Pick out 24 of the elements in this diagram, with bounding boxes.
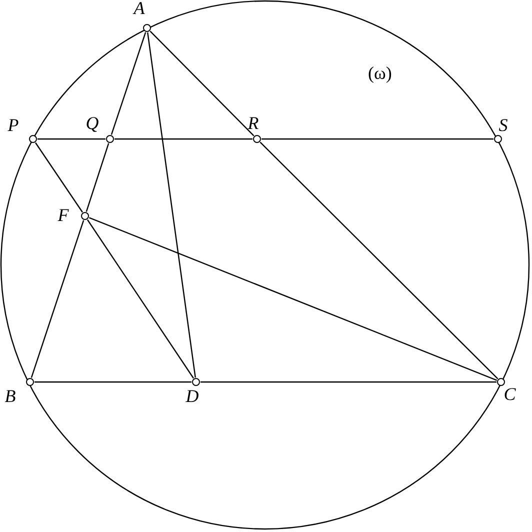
point-label: P bbox=[8, 116, 19, 134]
point-label: S bbox=[498, 116, 508, 134]
line-segment bbox=[110, 32, 146, 135]
line-segment bbox=[34, 381, 192, 383]
line-segment bbox=[35, 142, 83, 213]
line-segment bbox=[30, 220, 84, 378]
point-label: B bbox=[4, 386, 16, 405]
line-segment bbox=[147, 32, 196, 378]
line-segment bbox=[114, 138, 252, 140]
point-label: F bbox=[58, 206, 69, 224]
point-label: C bbox=[504, 384, 516, 403]
point-label: D bbox=[186, 386, 199, 405]
line-segment bbox=[262, 138, 494, 140]
point-label: A bbox=[134, 0, 145, 17]
line-segment bbox=[38, 138, 106, 140]
line-segment bbox=[200, 381, 496, 383]
line-segment bbox=[87, 219, 194, 379]
line-segment bbox=[88, 217, 498, 381]
line-segment bbox=[86, 143, 110, 212]
point-label: Q bbox=[86, 114, 99, 132]
circle-label: (ω) bbox=[368, 64, 392, 82]
line-segment bbox=[260, 142, 498, 380]
point-label: R bbox=[248, 114, 259, 132]
line-segment bbox=[150, 30, 254, 136]
